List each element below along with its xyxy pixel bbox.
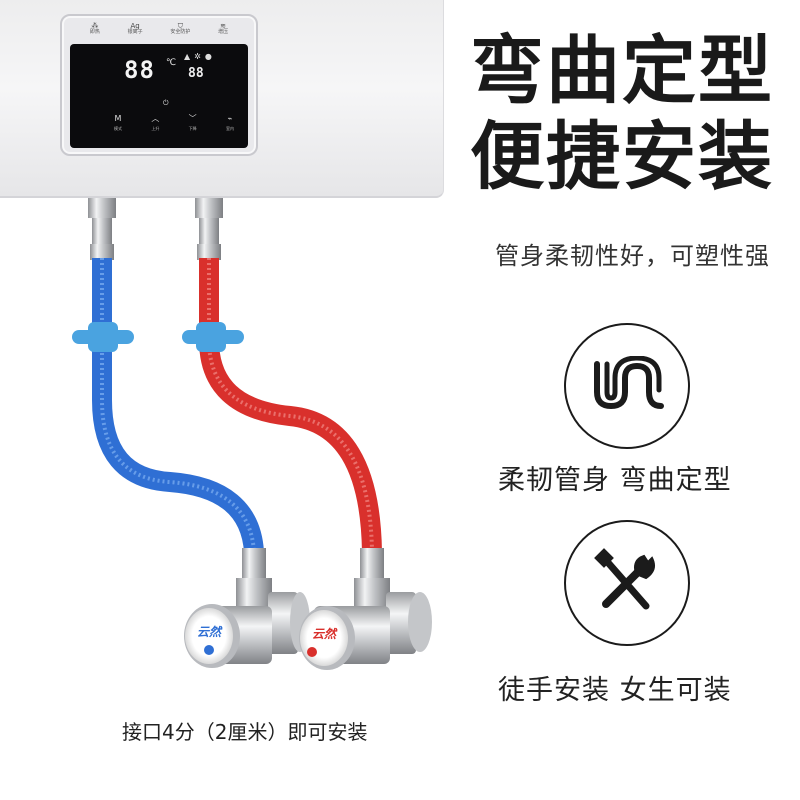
headline-line-2: 便捷安装 xyxy=(470,114,774,200)
temperature-unit: ℃ xyxy=(166,58,177,68)
installation-caption: 接口4分（2厘米）即可安装 xyxy=(122,720,368,744)
snowflake-icon: ✲ xyxy=(194,52,201,61)
pipe-clip xyxy=(72,322,244,352)
cold-water-hose xyxy=(92,258,264,554)
control-panel: ⁂ 即热 Ag 银离子 ⛉ 安全防护 ≋ 增压 88 ℃ ▲ ✲ ● xyxy=(60,14,258,156)
chevron-up-icon: ︿ xyxy=(151,114,160,123)
down-button[interactable]: ﹀ 下降 xyxy=(189,114,197,134)
valve-brand-label: 云然 xyxy=(312,627,338,641)
hose-illustration: 云然 云然 xyxy=(72,198,432,670)
feature-label: 徒手安装 女生可装 xyxy=(498,675,732,706)
chevron-down-icon: ﹀ xyxy=(188,114,197,123)
panel-button-label: 安全防护 xyxy=(170,29,191,35)
status-icons: ▲ ✲ ● xyxy=(184,52,212,61)
main-temperature: 88 xyxy=(124,56,155,84)
panel-button[interactable]: Ag 银离子 xyxy=(127,22,143,36)
panel-button[interactable]: ⛉ 安全防护 xyxy=(170,22,191,36)
button-label: 下降 xyxy=(188,126,197,131)
panel-button[interactable]: ≋ 增压 xyxy=(218,22,229,36)
subtitle: 管身柔韧性好，可塑性强 xyxy=(495,242,770,270)
feature-label: 柔韧管身 弯曲定型 xyxy=(498,465,732,496)
lcd-screen: 88 ℃ ▲ ✲ ● 88 ⏻ M 模式 ︿ 上升 ﹀ 下降 xyxy=(70,44,248,148)
room-button[interactable]: ⌁ 室内 xyxy=(226,114,234,134)
button-label: 室内 xyxy=(225,126,234,131)
panel-button[interactable]: ⁂ 即热 xyxy=(89,22,100,36)
pressure-icon: ≋ xyxy=(220,22,227,30)
mode-button[interactable]: M 模式 xyxy=(114,114,122,134)
up-button[interactable]: ︿ 上升 xyxy=(151,114,159,134)
instant-heat-icon: ⁂ xyxy=(91,22,99,30)
power-icon[interactable]: ⏻ xyxy=(163,99,169,107)
water-heater: ⁂ 即热 Ag 银离子 ⛉ 安全防护 ≋ 增压 88 ℃ ▲ ✲ ● xyxy=(0,0,444,198)
panel-top-row: ⁂ 即热 Ag 银离子 ⛉ 安全防护 ≋ 增压 xyxy=(62,16,256,42)
hot-angle-valve: 云然 xyxy=(299,578,432,670)
secondary-temperature: 88 xyxy=(188,66,204,81)
feature-badge xyxy=(564,520,690,646)
silver-ion-icon: Ag xyxy=(130,22,140,30)
cold-inlet-fitting xyxy=(88,198,116,260)
tools-icon xyxy=(594,548,655,610)
hot-inlet-fitting xyxy=(195,198,223,260)
flame-icon: ▲ xyxy=(184,52,191,61)
drop-icon: ● xyxy=(204,52,212,61)
button-label: 上升 xyxy=(151,126,160,131)
feature-badge xyxy=(564,323,690,449)
panel-button-label: 即热 xyxy=(89,29,100,35)
shield-icon: ⛉ xyxy=(177,22,183,30)
panel-button-label: 银离子 xyxy=(127,29,143,35)
touch-buttons: M 模式 ︿ 上升 ﹀ 下降 ⌁ 室内 xyxy=(114,114,234,134)
bent-pipe-icon xyxy=(594,356,664,410)
headline: 弯曲定型 便捷安装 xyxy=(470,28,774,200)
button-label: 模式 xyxy=(114,126,122,131)
headline-line-1: 弯曲定型 xyxy=(470,28,774,114)
mode-icon: M xyxy=(114,114,122,123)
room-icon: ⌁ xyxy=(227,114,233,123)
cold-angle-valve: 云然 xyxy=(184,578,310,668)
panel-button-label: 增压 xyxy=(218,29,229,35)
valve-brand-label: 云然 xyxy=(197,625,223,639)
